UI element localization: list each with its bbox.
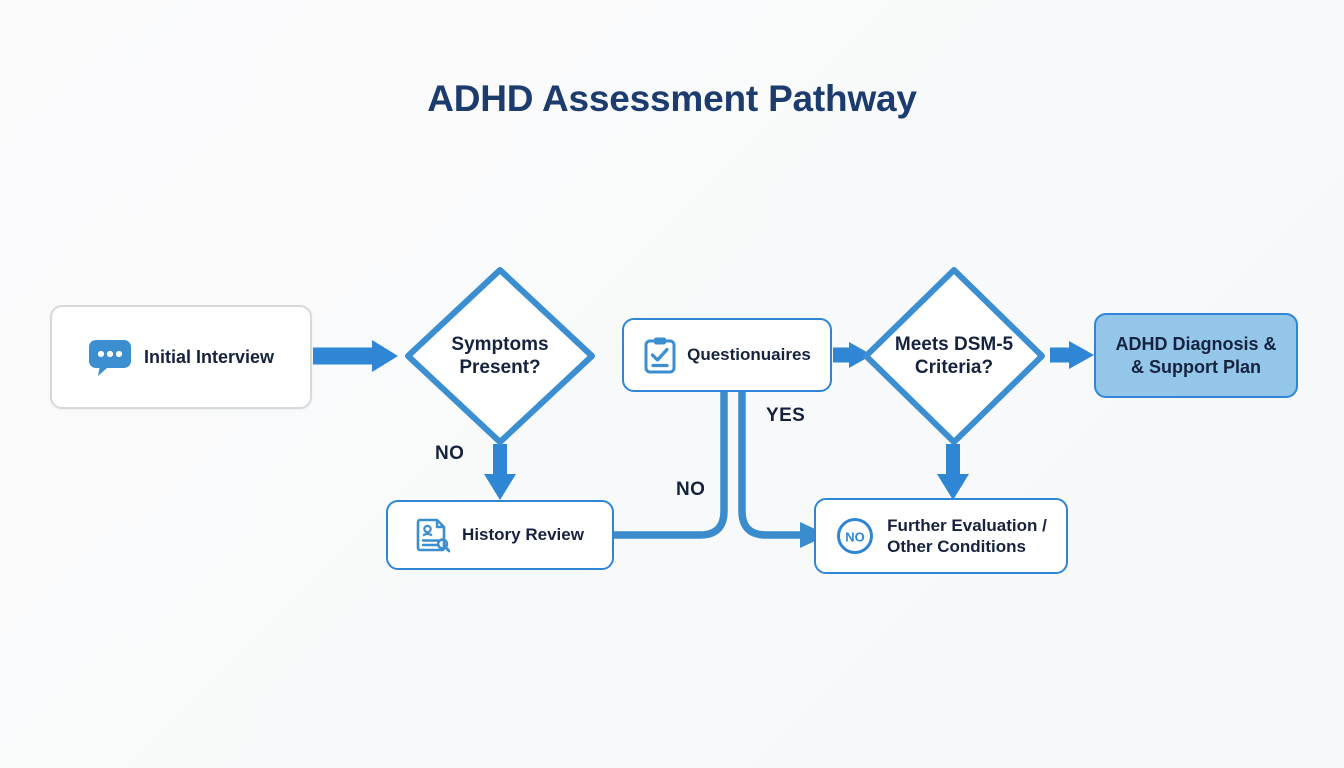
document-search-icon bbox=[416, 518, 451, 553]
edge-label-no-symptoms: NO bbox=[435, 443, 465, 464]
page-title: ADHD Assessment Pathway bbox=[427, 78, 917, 119]
no-circle-icon: NO bbox=[837, 518, 874, 554]
node-adhd-diagnosis[interactable]: ADHD Diagnosis & & Support Plan bbox=[1094, 313, 1298, 398]
speech-bubble-icon bbox=[88, 340, 131, 376]
edge-interview-to-symptoms bbox=[313, 340, 398, 372]
edge-symptoms-to-history bbox=[484, 444, 516, 500]
node-further-evaluation[interactable]: NO Further Evaluation / Other Conditions bbox=[814, 498, 1068, 574]
clipboard-check-icon bbox=[644, 337, 676, 374]
edge-dsm5-to-diagnosis bbox=[1050, 341, 1094, 369]
node-label-history-review: History Review bbox=[462, 525, 584, 545]
edge-label-no-questionnaire: NO bbox=[676, 479, 706, 500]
node-label-adhd-diagnosis: ADHD Diagnosis & & Support Plan bbox=[1115, 334, 1277, 377]
node-label-meets-dsm5: Meets DSM-5 Criteria? bbox=[894, 333, 1014, 378]
node-questionuaires[interactable]: Questionuaires bbox=[622, 318, 832, 392]
node-label-further-evaluation: Further Evaluation / Other Conditions bbox=[887, 515, 1047, 556]
edge-questionuaires-to-dsm5 bbox=[833, 342, 872, 368]
node-initial-interview[interactable]: Initial Interview bbox=[50, 305, 312, 409]
node-meets-dsm5[interactable]: Meets DSM-5 Criteria? bbox=[858, 262, 1050, 450]
node-symptoms-present[interactable]: Symptoms Present? bbox=[400, 262, 600, 450]
edge-history-to-questionuaires bbox=[610, 388, 728, 539]
node-history-review[interactable]: History Review bbox=[386, 500, 614, 570]
edge-label-yes-questionnaire: YES bbox=[766, 405, 806, 426]
no-circle-icon-text: NO bbox=[845, 529, 865, 544]
node-label-symptoms-present: Symptoms Present? bbox=[451, 333, 549, 378]
node-label-questionuaires: Questionuaires bbox=[687, 345, 811, 365]
node-label-initial-interview: Initial Interview bbox=[143, 346, 275, 367]
edge-dsm5-to-further bbox=[937, 444, 969, 500]
